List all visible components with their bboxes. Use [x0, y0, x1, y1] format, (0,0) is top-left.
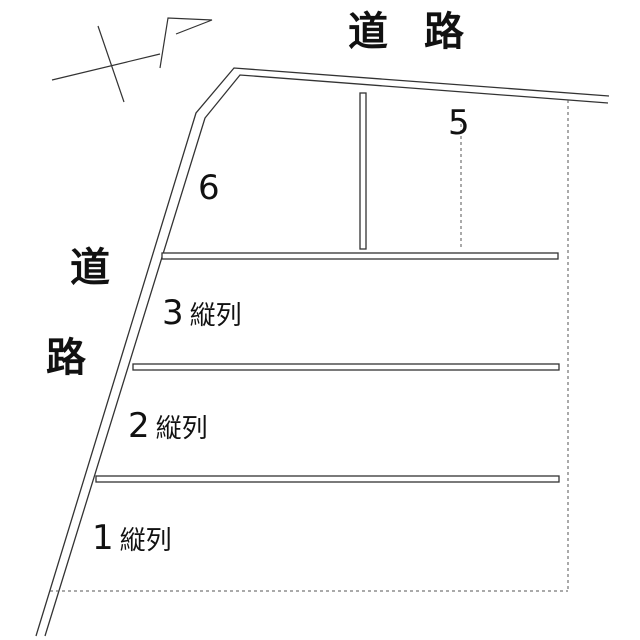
lot-3-number: 3: [162, 293, 184, 333]
boundary-dashed: [50, 100, 569, 592]
lot-outline: [35, 67, 610, 637]
lot-2-suffix: 縦列: [155, 414, 208, 444]
lot-1-number: 1: [92, 518, 114, 558]
lot-1-suffix: 縦列: [119, 526, 172, 556]
road-top-char-1: 道: [348, 9, 388, 55]
divider-horizontal: [95, 252, 560, 483]
lot-2-number: 2: [128, 406, 150, 446]
road-top-char-2: 路: [424, 9, 464, 55]
lot-3-suffix: 縦列: [189, 301, 242, 331]
north-arrow-icon: [51, 17, 213, 103]
lot-6-label: 6: [198, 168, 220, 208]
divider-vertical: [359, 92, 367, 250]
road-left-char-2: 路: [46, 335, 86, 381]
lot-5-label: 5: [448, 103, 470, 143]
road-left-char-1: 道: [70, 245, 110, 291]
